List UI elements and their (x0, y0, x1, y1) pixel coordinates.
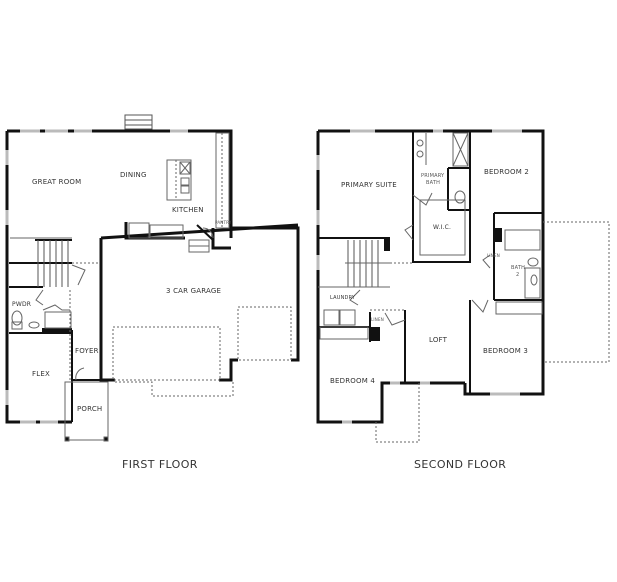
great-room-label: GREAT ROOM (32, 178, 82, 186)
wic-label: W.I.C. (433, 224, 452, 231)
bedroom-2-label: BEDROOM 2 (484, 168, 530, 176)
primary-bath-label-1: PRIMARY (421, 173, 445, 179)
first-floor-title: FIRST FLOOR (122, 458, 198, 471)
primary-suite-label: PRIMARY SUITE (341, 181, 397, 189)
linen-label-1: LINEN (487, 253, 500, 258)
linen-label-2: LINEN (371, 317, 384, 322)
pantry-label: PANTRY (215, 220, 232, 225)
garage-label: 3 CAR GARAGE (166, 287, 222, 295)
bedroom-4-label: BEDROOM 4 (330, 377, 376, 385)
bath-2-label-1: BATH (511, 265, 526, 271)
primary-bath-label-2: BATH (426, 180, 441, 186)
dining-label: DINING (120, 171, 147, 179)
second-floor-title: SECOND FLOOR (414, 458, 507, 471)
first-floor-details (5, 129, 292, 442)
kitchen-label: KITCHEN (172, 206, 204, 214)
foyer-label: FOYER (75, 347, 99, 355)
loft-label: LOFT (429, 336, 448, 344)
laundry-label: LAUNDRY (330, 295, 356, 301)
second-floor-details (316, 129, 610, 443)
pwdr-label: PWDR (12, 301, 32, 308)
first-floor-plan (5, 114, 300, 424)
porch-label: PORCH (77, 405, 103, 413)
bedroom-3-label: BEDROOM 3 (483, 347, 529, 355)
bath-2-label-2: 2 (516, 272, 520, 278)
flex-label: FLEX (32, 370, 50, 378)
